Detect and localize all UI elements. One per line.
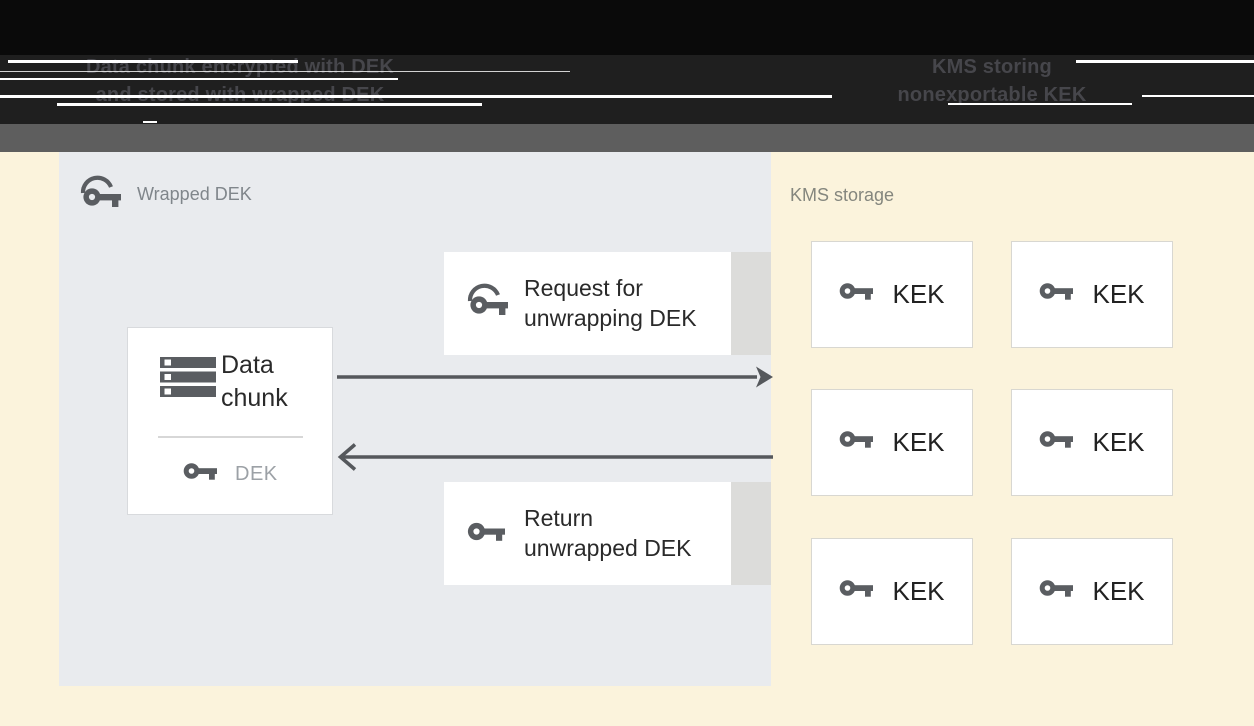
header-redacted-band: Data chunk encrypted with DEK and stored… xyxy=(0,0,1254,124)
caption-left-line1: Data chunk encrypted with DEK xyxy=(85,56,395,78)
arrow-left-icon xyxy=(337,443,773,471)
request-unwrap-label: Request for unwrapping DEK xyxy=(524,275,697,331)
wrapped-key-icon xyxy=(80,174,126,215)
kek-label: KEK xyxy=(892,279,945,309)
key-icon xyxy=(839,427,877,458)
kms-storage-label: KMS storage xyxy=(790,185,895,205)
caption-right-line1: KMS storing xyxy=(932,56,1052,78)
dek-label: DEK xyxy=(235,463,278,485)
key-icon xyxy=(1039,427,1077,458)
wrapped-key-icon xyxy=(467,282,513,323)
white-streak xyxy=(948,103,1132,105)
white-streak xyxy=(0,71,570,72)
kek-label: KEK xyxy=(1092,427,1145,457)
kek-box: KEK xyxy=(1011,389,1173,496)
server-stack-icon xyxy=(160,357,216,402)
return-unwrapped-label: Return unwrapped DEK xyxy=(524,505,692,561)
dek-row: DEK xyxy=(183,459,278,490)
data-chunk-box: Data chunk DEK xyxy=(127,327,333,515)
return-box-stub xyxy=(731,482,771,585)
kek-box: KEK xyxy=(811,389,973,496)
caption-right-line2: nonexportable KEK xyxy=(897,84,1087,106)
kek-box: KEK xyxy=(1011,538,1173,645)
return-unwrapped-box: Return unwrapped DEK xyxy=(444,482,731,585)
caption-right: KMS storing nonexportable KEK xyxy=(842,53,1142,109)
white-streak xyxy=(143,121,157,123)
kek-label: KEK xyxy=(892,427,945,457)
white-streak xyxy=(1076,60,1254,63)
kek-box: KEK xyxy=(811,538,973,645)
kek-label: KEK xyxy=(892,576,945,606)
kek-box: KEK xyxy=(811,241,973,348)
data-chunk-title: Data chunk xyxy=(221,351,288,412)
white-streak xyxy=(0,95,832,98)
request-unwrap-box: Request for unwrapping DEK xyxy=(444,252,731,355)
kek-label: KEK xyxy=(1092,279,1145,309)
divider xyxy=(158,436,303,438)
wrapped-dek-label-row: Wrapped DEK xyxy=(80,174,252,215)
kek-label: KEK xyxy=(1092,576,1145,606)
key-icon xyxy=(1039,576,1077,607)
key-icon xyxy=(839,279,877,310)
arrow-right-icon xyxy=(337,366,773,388)
white-streak xyxy=(57,103,482,106)
white-streak xyxy=(1142,95,1254,97)
gray-divider-band xyxy=(0,124,1254,152)
key-icon xyxy=(467,518,509,552)
white-streak xyxy=(0,78,398,80)
key-icon xyxy=(839,576,877,607)
wrapped-dek-label: Wrapped DEK xyxy=(137,184,252,204)
white-streak xyxy=(8,60,298,63)
key-icon xyxy=(183,459,221,490)
arrows xyxy=(337,366,773,471)
request-box-stub xyxy=(731,252,771,355)
kek-box: KEK xyxy=(1011,241,1173,348)
key-icon xyxy=(1039,279,1077,310)
